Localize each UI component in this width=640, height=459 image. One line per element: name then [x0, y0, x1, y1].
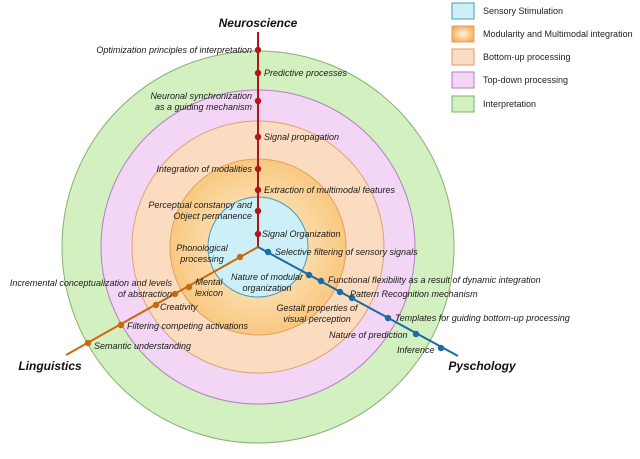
neuro-label: Predictive processes	[264, 68, 348, 78]
legend-swatch-bottom-up	[451, 48, 475, 66]
psychology-axis-title: Pyschology	[448, 359, 517, 373]
legend-swatch-top-down	[451, 71, 475, 89]
legend-label-top-down: Top-down processing	[483, 75, 568, 85]
ling-label: Semantic understanding	[94, 341, 191, 351]
neuroscience-axis-title: Neuroscience	[219, 16, 298, 30]
ling-node	[236, 253, 244, 261]
psy-label: visual perception	[283, 314, 351, 324]
psy-label: Templates for guiding bottom-up processi…	[395, 313, 570, 323]
ling-node	[117, 321, 125, 329]
ling-label: of abstraction	[118, 289, 172, 299]
legend-label-sensory: Sensory Stimulation	[483, 6, 563, 16]
ling-label: Creativity	[160, 302, 198, 312]
psy-label: organization	[242, 283, 291, 293]
psy-label: Inference	[397, 345, 435, 355]
neuro-label: Signal propagation	[264, 132, 339, 142]
legend-swatch-modularity	[451, 25, 475, 43]
neuro-node	[254, 97, 262, 105]
legend-swatch-interpretation	[451, 95, 475, 113]
ling-label: Phonological	[176, 243, 229, 253]
psy-node	[437, 344, 445, 352]
psy-node	[305, 271, 313, 279]
neuro-label: Signal Organization	[262, 229, 341, 239]
psy-node	[336, 288, 344, 296]
neuro-label: Object permanence	[173, 211, 252, 221]
neuro-node	[254, 46, 262, 54]
ling-label: Filtering competing activations	[127, 321, 249, 331]
psy-label: Nature of prediction	[329, 330, 408, 340]
neuro-node	[254, 186, 262, 194]
ling-node	[171, 290, 179, 298]
linguistics-axis-line	[65, 246, 259, 356]
psy-node	[317, 277, 325, 285]
neuro-label: as a guiding mechanism	[155, 102, 253, 112]
ling-label: Mental	[195, 277, 223, 287]
neuro-node	[254, 133, 262, 141]
neuro-node	[254, 230, 262, 238]
neuro-label: Extraction of multimodal features	[264, 185, 396, 195]
ling-node	[84, 339, 92, 347]
psy-label: Gestalt properties of	[276, 303, 359, 313]
legend-label-modularity: Modularity and Multimodal integration	[483, 29, 633, 39]
neuro-node	[254, 69, 262, 77]
ling-label: lexicon	[195, 288, 223, 298]
legend-swatch-sensory	[451, 2, 475, 20]
ling-label: processing	[179, 254, 224, 264]
psy-node	[384, 314, 392, 322]
legend-label-interpretation: Interpretation	[483, 99, 536, 109]
psy-label: Nature of modular	[231, 272, 304, 282]
neuro-label: Perceptual constancy and	[148, 200, 253, 210]
psy-node	[264, 248, 272, 256]
neuro-node	[254, 207, 262, 215]
neuro-label: Integration of modalities	[156, 164, 252, 174]
ling-node	[185, 283, 193, 291]
legend-label-bottom-up: Bottom-up processing	[483, 52, 571, 62]
psy-label: Selective filtering of sensory signals	[275, 247, 418, 257]
psychology-axis-line	[257, 246, 459, 357]
ling-node	[152, 301, 160, 309]
psy-label: Pattern Recognition mechanism	[350, 289, 478, 299]
psy-node	[412, 330, 420, 338]
ling-label: Incremental conceptualization and levels	[10, 278, 173, 288]
linguistics-axis-title: Linguistics	[18, 359, 82, 373]
neuro-label: Neuronal synchronization	[150, 91, 252, 101]
psy-node	[348, 294, 356, 302]
neuro-node	[254, 165, 262, 173]
psy-label: Functional flexibility as a result of dy…	[328, 275, 541, 285]
legend: Sensory Stimulation Modularity and Multi…	[451, 2, 633, 113]
neuro-label: Optimization principles of interpretatio…	[96, 45, 252, 55]
